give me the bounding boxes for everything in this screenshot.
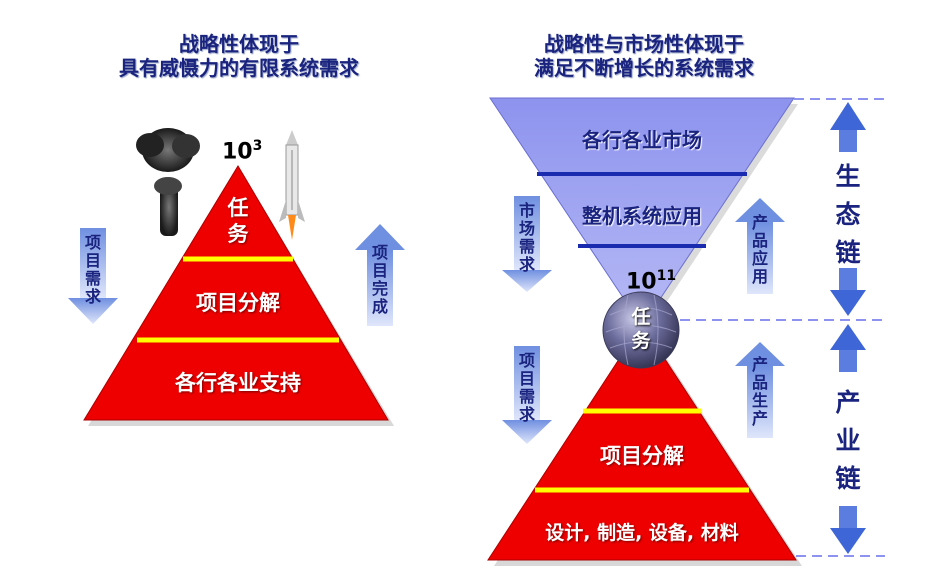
product-production-char-2: 品 (751, 373, 768, 392)
left-pyramid (83, 165, 394, 426)
funnel-level-system: 整机系统应用 (582, 204, 702, 228)
left-power-label: 103 (222, 138, 262, 164)
chain-guides (680, 98, 885, 557)
product-application-char-3: 应 (751, 249, 768, 268)
product-application-char-4: 用 (751, 267, 768, 286)
chip-globe-icon (602, 291, 680, 369)
project-demand-right-char-3: 需 (518, 387, 535, 406)
market-demand-char-3: 需 (518, 237, 535, 256)
product-application-char-1: 产 (751, 213, 768, 232)
market-demand-char-2: 场 (518, 219, 535, 238)
left-project-complete-char-1: 项 (371, 243, 388, 262)
product-production-char-1: 产 (751, 355, 768, 374)
left-project-complete-char-4: 成 (371, 297, 388, 316)
market-demand-arrow (502, 196, 552, 292)
left-level-industry-support: 各行各业支持 (175, 371, 301, 395)
left-project-complete-char-3: 完 (371, 279, 388, 298)
left-project-demand-label: 项 目 需 求 (81, 234, 105, 306)
right-task-label: 任 务 (621, 305, 661, 353)
right-task-line-2: 务 (631, 330, 651, 352)
right-level-materials: 设计, 制造, 设备, 材料 (545, 522, 739, 544)
left-project-demand-char-2: 目 (84, 251, 101, 270)
left-power-exp: 3 (252, 138, 263, 154)
industry-chain-label: 产 业 链 (830, 384, 866, 498)
left-project-complete-arrow (355, 224, 405, 326)
left-project-demand-char-3: 需 (84, 269, 101, 288)
eco-chain-up-arrow (830, 102, 866, 152)
industry-chain-char-3: 链 (835, 464, 861, 493)
left-title-line-1: 战略性体现于 (179, 32, 299, 56)
left-pyramid-body (83, 165, 389, 421)
left-project-complete-char-2: 目 (371, 261, 388, 280)
industry-chain-down-arrow (830, 506, 866, 554)
project-demand-label-right: 项 目 需 求 (515, 352, 539, 424)
mushroom-cloud-icon (136, 128, 200, 236)
market-demand-char-4: 求 (518, 255, 535, 274)
right-funnel (489, 97, 798, 330)
market-demand-label: 市 场 需 求 (515, 202, 539, 274)
left-task-label: 任 务 (218, 195, 258, 247)
right-title: 战略性与市场性体现于 满足不断增长的系统需求 (484, 32, 804, 80)
industry-chain-char-2: 业 (835, 426, 861, 455)
left-project-demand-arrow (68, 228, 118, 324)
product-production-char-4: 产 (751, 409, 768, 428)
right-pyramid (487, 323, 802, 566)
right-task-line-1: 任 (631, 306, 651, 328)
eco-chain-label: 生 态 链 (830, 158, 866, 272)
product-production-char-3: 生 (751, 391, 768, 410)
right-power-label: 1011 (626, 268, 676, 294)
right-power-base: 10 (626, 269, 657, 295)
right-pyramid-body (487, 323, 797, 561)
eco-chain-char-3: 链 (835, 238, 861, 267)
eco-chain-down-arrow (830, 268, 866, 316)
right-title-line-2: 满足不断增长的系统需求 (534, 56, 754, 80)
right-title-line-1: 战略性与市场性体现于 (544, 32, 744, 56)
left-task-line-2: 务 (227, 222, 249, 246)
right-level-project-breakdown: 项目分解 (600, 444, 684, 468)
eco-chain-char-2: 态 (835, 200, 861, 229)
product-application-char-2: 品 (751, 231, 768, 250)
project-demand-right-char-2: 目 (518, 369, 535, 388)
left-title: 战略性体现于 具有威慑力的有限系统需求 (74, 32, 404, 80)
industry-chain-char-1: 产 (835, 388, 861, 417)
product-production-arrow (735, 342, 785, 438)
left-project-demand-char-1: 项 (84, 233, 101, 252)
project-demand-right-char-1: 项 (518, 351, 535, 370)
right-power-exp: 11 (656, 268, 677, 284)
product-application-label: 产 品 应 用 (748, 214, 772, 286)
left-project-complete-label: 项 目 完 成 (368, 244, 392, 316)
project-demand-right-char-4: 求 (518, 405, 535, 424)
left-title-line-2: 具有威慑力的有限系统需求 (119, 56, 359, 80)
left-level-project-breakdown: 项目分解 (196, 291, 280, 315)
product-production-label: 产 品 生 产 (748, 356, 772, 428)
product-application-arrow (735, 198, 785, 294)
left-power-base: 10 (222, 139, 253, 165)
funnel-level-market: 各行各业市场 (582, 128, 702, 152)
project-demand-arrow-right (502, 346, 552, 444)
rocket-icon (279, 130, 305, 240)
eco-chain-char-1: 生 (835, 162, 861, 191)
right-funnel-body (489, 97, 795, 327)
industry-chain-up-arrow (830, 324, 866, 372)
market-demand-char-1: 市 (518, 201, 535, 220)
left-task-line-1: 任 (227, 196, 249, 220)
left-project-demand-char-4: 求 (84, 287, 101, 306)
